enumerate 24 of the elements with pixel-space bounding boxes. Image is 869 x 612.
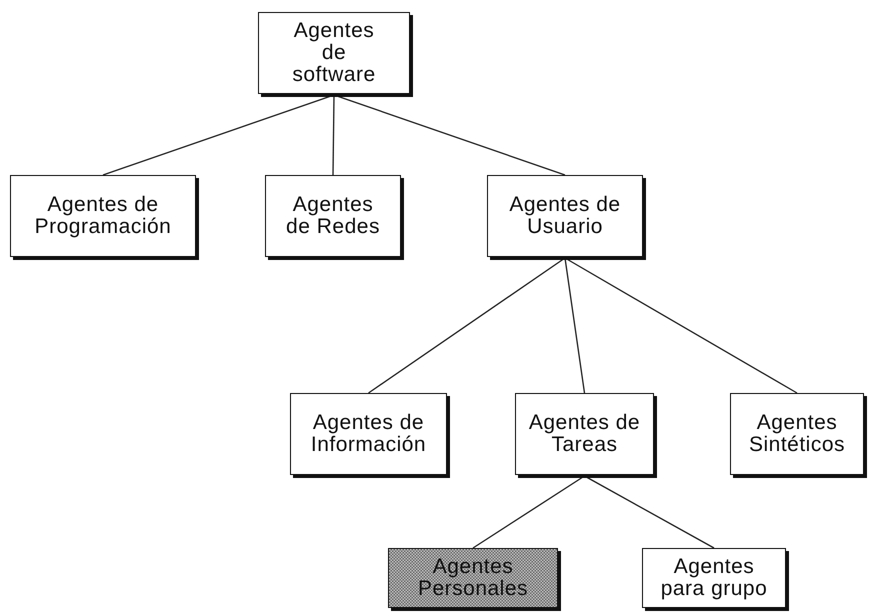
category-box	[642, 548, 786, 608]
box-label: Agentes para grupo	[660, 556, 768, 600]
category-box	[258, 12, 410, 94]
connector-line	[564, 258, 586, 394]
category-box	[290, 393, 447, 475]
box-label: Agentes de Programación	[34, 194, 172, 238]
category-box	[265, 175, 401, 257]
box-label: Agentes Sintéticos	[748, 412, 846, 456]
box-label: Agentes de software	[291, 20, 377, 86]
box-label: Agentes de Información	[310, 412, 428, 456]
connector-line	[564, 257, 798, 394]
category-box	[487, 175, 643, 257]
box-label: Agentes Personales	[416, 556, 530, 600]
box-label: Agentes de Usuario	[508, 194, 622, 238]
box-label: Agentes de Redes	[285, 194, 381, 238]
connector-line	[584, 475, 714, 549]
box-label: Agentes de Tareas	[528, 412, 642, 456]
highlighted-box	[388, 548, 558, 608]
connector-line	[332, 95, 335, 175]
connector-line	[368, 257, 566, 394]
category-box	[730, 393, 864, 475]
category-box	[10, 175, 196, 257]
connector-line	[472, 475, 585, 549]
category-box	[515, 393, 654, 475]
